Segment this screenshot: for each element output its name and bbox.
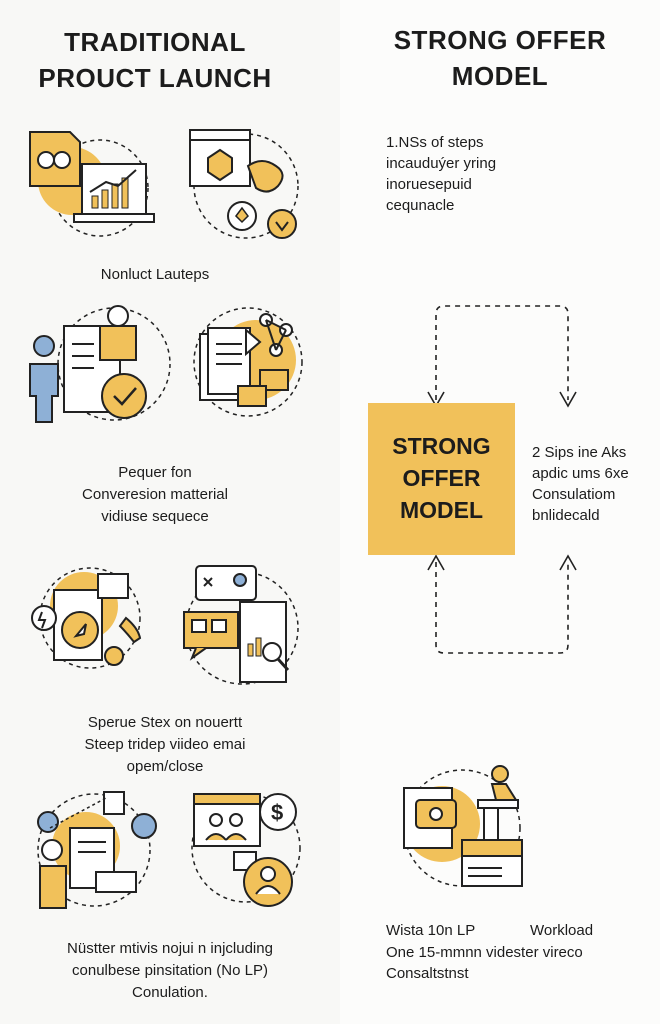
offer-step-2-text: 2 Sips ine Aks apdic ums 6xe Consulatiom…: [532, 444, 629, 524]
bottom-line-1: One 15-mmnn videster vireco: [386, 944, 583, 961]
presenter-document-icon: [37, 791, 157, 909]
video-call-payment-icon: $: [191, 793, 301, 907]
chat-analytics-icon: [183, 565, 299, 685]
svg-text:$: $: [271, 800, 283, 825]
strong-offer-model-label: STRONG OFFER MODEL: [392, 433, 491, 523]
workload-right-text: Workload: [530, 922, 594, 939]
step-caption-1: Nonluct Lauteps: [100, 266, 210, 283]
step-caption-3: Sperue Stex on nouertt Steep tridep viid…: [84, 714, 246, 775]
analytics-laptop-icon: [189, 129, 299, 239]
target-document-icon: [31, 567, 142, 669]
strong-offer-title: STRONG OFFER MODEL: [393, 25, 607, 91]
bottom-line-2: Consaltstnst: [386, 965, 469, 982]
handshake-document-icon: [29, 131, 155, 237]
flow-loop-arrows: [427, 305, 577, 654]
presenter-workload-icon: [403, 765, 523, 887]
person-checklist-icon: [29, 305, 171, 423]
step-caption-4: Nüstter mtivis nojui n injcluding conulb…: [67, 940, 273, 1001]
step-caption-2: Pequer fon Converesion matterial vidiuse…: [82, 464, 228, 525]
workload-left-text: Wista 10n LP: [386, 922, 476, 939]
documents-network-icon: [193, 307, 303, 417]
offer-step-1-text: 1.NSs of steps incauduýer yring inorues…: [386, 134, 497, 214]
traditional-launch-title: TRADITIONAL PROUCT LAUNCH: [38, 27, 272, 93]
strong-offer-model-box: [368, 403, 515, 555]
